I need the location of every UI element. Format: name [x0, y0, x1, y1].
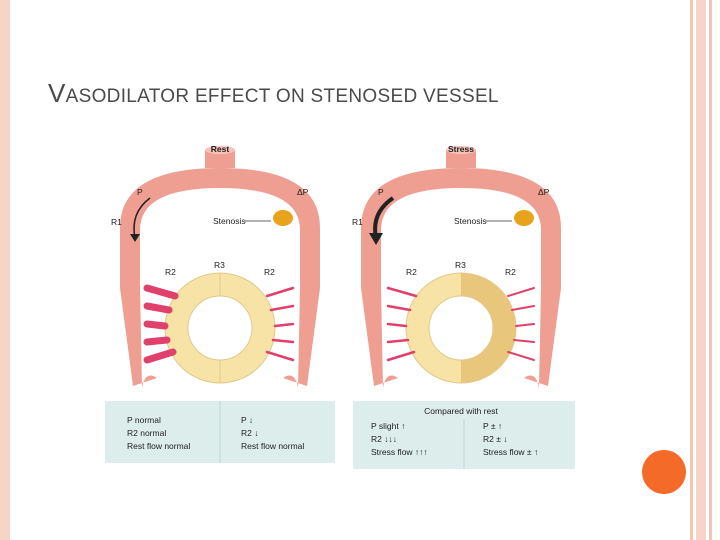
stress-label-dp: ΔP — [538, 187, 550, 197]
stress-myocardium-lumen — [428, 295, 494, 361]
stress-aorta — [446, 150, 476, 168]
slide-frame-right-line — [690, 0, 693, 540]
rest-legend-right-3: Rest flow normal — [241, 441, 304, 451]
stress-label-r2-left: R2 — [406, 267, 417, 277]
rest-aorta — [205, 150, 235, 168]
rest-legend-text: P normal R2 normal Rest flow normal P ↓ … — [127, 415, 304, 451]
slide-frame-left — [0, 0, 10, 540]
stress-legend-right-1: P ± ↑ — [483, 421, 502, 431]
stress-legend-right-3: Stress flow ± ↑ — [483, 447, 538, 457]
decorative-orange-circle — [642, 450, 686, 494]
stress-left-vessel — [361, 288, 398, 388]
rest-label-dp: ΔP — [297, 187, 309, 197]
stress-label-r2-right: R2 — [505, 267, 516, 277]
stress-right-arterioles — [507, 287, 535, 361]
rest-flow-arrow — [133, 197, 151, 239]
rest-coronary-arch — [120, 168, 320, 288]
rest-myocardium-lumen — [187, 295, 253, 361]
stress-label-r1: R1 — [352, 217, 363, 227]
rest-legend-left-2: R2 normal — [127, 428, 166, 438]
rest-left-vessel — [120, 288, 157, 388]
stress-title: Stress — [448, 144, 474, 154]
stress-legend-right-2: R2 ± ↓ — [483, 434, 508, 444]
rest-flow-arrowhead — [130, 234, 140, 242]
slide-frame-right-band — [696, 0, 706, 540]
stress-panel — [361, 146, 561, 388]
rest-label-r3: R3 — [214, 260, 225, 270]
stress-left-arterioles — [386, 286, 418, 362]
slide-title-initial: V — [48, 78, 66, 108]
rest-labels: Rest P ΔP R1 Stenosis R2 R3 R2 — [111, 144, 309, 277]
rest-legend-right-2: R2 ↓ — [241, 428, 258, 438]
stress-coronary-arch — [361, 168, 561, 288]
stress-legend-left-3: Stress flow ↑↑↑ — [371, 447, 428, 457]
rest-label-stenosis: Stenosis — [213, 216, 246, 226]
stress-label-stenosis: Stenosis — [454, 216, 487, 226]
rest-right-vessel — [283, 288, 320, 388]
rest-label-r2-left: R2 — [165, 267, 176, 277]
stress-stenosis-mark — [514, 210, 534, 226]
stress-label-r3: R3 — [455, 260, 466, 270]
rest-legend-left-3: Rest flow normal — [127, 441, 190, 451]
vasodilator-diagram: Rest P ΔP R1 Stenosis R2 R3 R2 — [95, 138, 590, 483]
slide-frame-right-line-outer — [709, 0, 712, 540]
rest-label-p: P — [137, 187, 143, 197]
stress-legend-text: Compared with rest P slight ↑ R2 ↓↓↓ Str… — [371, 406, 538, 457]
rest-title: Rest — [211, 144, 230, 154]
rest-aorta-opening — [205, 146, 235, 154]
stress-flow-arrowhead — [369, 233, 383, 245]
rest-panel — [120, 146, 320, 388]
rest-left-arterioles — [143, 284, 179, 364]
rest-right-arterioles — [265, 286, 295, 362]
rest-legend-right-1: P ↓ — [241, 415, 253, 425]
stress-legend-left-2: R2 ↓↓↓ — [371, 434, 397, 444]
stress-legend-left-1: P slight ↑ — [371, 421, 405, 431]
stress-label-p: P — [378, 187, 384, 197]
rest-legend-left-1: P normal — [127, 415, 161, 425]
rest-stenosis-mark — [273, 210, 293, 226]
rest-label-r2-right: R2 — [264, 267, 275, 277]
rest-label-r1: R1 — [111, 217, 122, 227]
stress-labels: Stress P ΔP R1 Stenosis R2 R3 R2 — [352, 144, 550, 277]
stress-legend-header: Compared with rest — [424, 406, 498, 416]
slide-title-rest: ASODILATOR EFFECT ON STENOSED VESSEL — [65, 86, 499, 107]
slide-title: VASODILATOR EFFECT ON STENOSED VESSEL — [48, 78, 499, 109]
stress-right-vessel — [524, 288, 561, 388]
stress-aorta-opening — [446, 146, 476, 154]
